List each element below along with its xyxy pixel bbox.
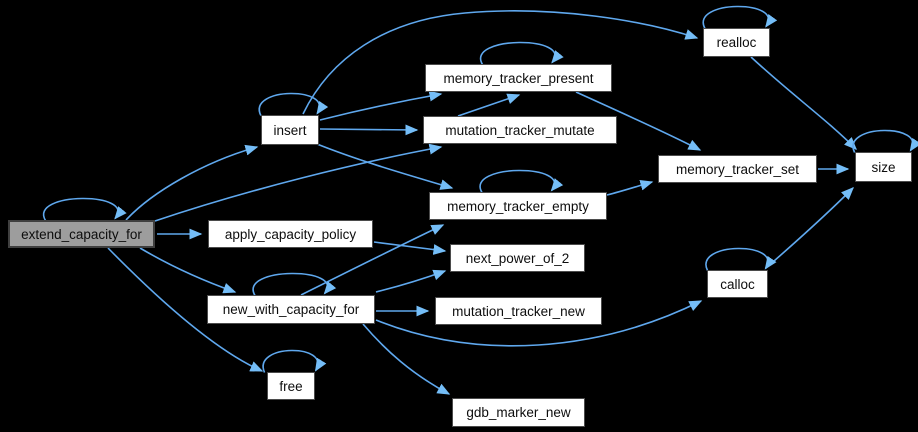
edge-insert-realloc [302, 10, 699, 115]
self-loop-size [852, 129, 918, 153]
node-label: realloc [716, 35, 757, 50]
node-label: memory_tracker_set [675, 161, 800, 177]
node-label: memory_tracker_present [443, 70, 594, 86]
node-label: calloc [720, 276, 755, 292]
node-label: insert [273, 122, 307, 138]
node-memory_tracker_present[interactable]: memory_tracker_present [425, 64, 612, 92]
edge-extend_capacity_for-new_with_capacity_for [139, 247, 237, 294]
node-realloc[interactable]: realloc [703, 28, 770, 57]
edge-insert-mutation_tracker_mutate [319, 124, 419, 136]
node-mutation_tracker_new[interactable]: mutation_tracker_new [435, 297, 602, 325]
edge-calloc-size [765, 187, 854, 269]
self-loop-insert [258, 92, 329, 116]
self-loop-memory_tracker_present [479, 41, 564, 65]
edge-extend_capacity_for-free [107, 247, 264, 372]
self-loop-new_with_capacity_for [252, 272, 337, 296]
node-calloc[interactable]: calloc [707, 270, 768, 298]
node-label: gdb_marker_new [466, 405, 571, 420]
node-extend_capacity_for[interactable]: extend_capacity_for [8, 220, 155, 248]
edge-new_with_capacity_for-calloc [375, 300, 703, 347]
edge-memory_tracker_empty-memory_tracker_set [606, 179, 654, 196]
node-insert[interactable]: insert [261, 115, 319, 145]
edge-new_with_capacity_for-next_power_of_2 [375, 269, 447, 293]
node-memory_tracker_set[interactable]: memory_tracker_set [658, 155, 817, 183]
node-label: free [279, 378, 303, 394]
self-loop-extend_capacity_for [42, 197, 127, 221]
node-label: new_with_capacity_for [222, 302, 360, 317]
edge-extend_capacity_for-mutation_tracker_mutate [154, 143, 443, 222]
edge-insert-memory_tracker_present [319, 90, 443, 121]
self-loop-free [262, 349, 327, 373]
self-loop-calloc [705, 247, 777, 271]
node-free[interactable]: free [267, 372, 315, 400]
edge-apply_capacity_policy-next_power_of_2 [373, 241, 447, 255]
node-label: memory_tracker_empty [447, 198, 589, 214]
edge-extend_capacity_for-insert [125, 144, 259, 221]
edge-new_with_capacity_for-memory_tracker_empty [300, 224, 445, 296]
node-apply_capacity_policy[interactable]: apply_capacity_policy [208, 220, 373, 248]
edge-mutation_tracker_mutate-memory_tracker_present [457, 93, 521, 117]
node-gdb_marker_new[interactable]: gdb_marker_new [452, 398, 585, 427]
node-label: apply_capacity_policy [224, 226, 357, 242]
node-label: next_power_of_2 [465, 250, 570, 266]
node-mutation_tracker_mutate[interactable]: mutation_tracker_mutate [423, 116, 617, 144]
node-label: extend_capacity_for [21, 226, 142, 242]
node-memory_tracker_empty[interactable]: memory_tracker_empty [429, 192, 607, 220]
self-loop-realloc [702, 5, 778, 29]
edge-realloc-size [750, 56, 857, 150]
node-label: size [871, 159, 896, 175]
node-size[interactable]: size [855, 152, 912, 182]
edge-insert-memory_tracker_empty [316, 143, 454, 190]
self-loop-memory_tracker_empty [479, 169, 564, 193]
node-next_power_of_2[interactable]: next_power_of_2 [450, 244, 585, 272]
node-label: mutation_tracker_mutate [445, 122, 595, 138]
edge-memory_tracker_present-memory_tracker_set [575, 91, 702, 151]
node-new_with_capacity_for[interactable]: new_with_capacity_for [207, 295, 375, 324]
node-label: mutation_tracker_new [452, 303, 585, 319]
edge-new_with_capacity_for-gdb_marker_new [362, 323, 451, 395]
